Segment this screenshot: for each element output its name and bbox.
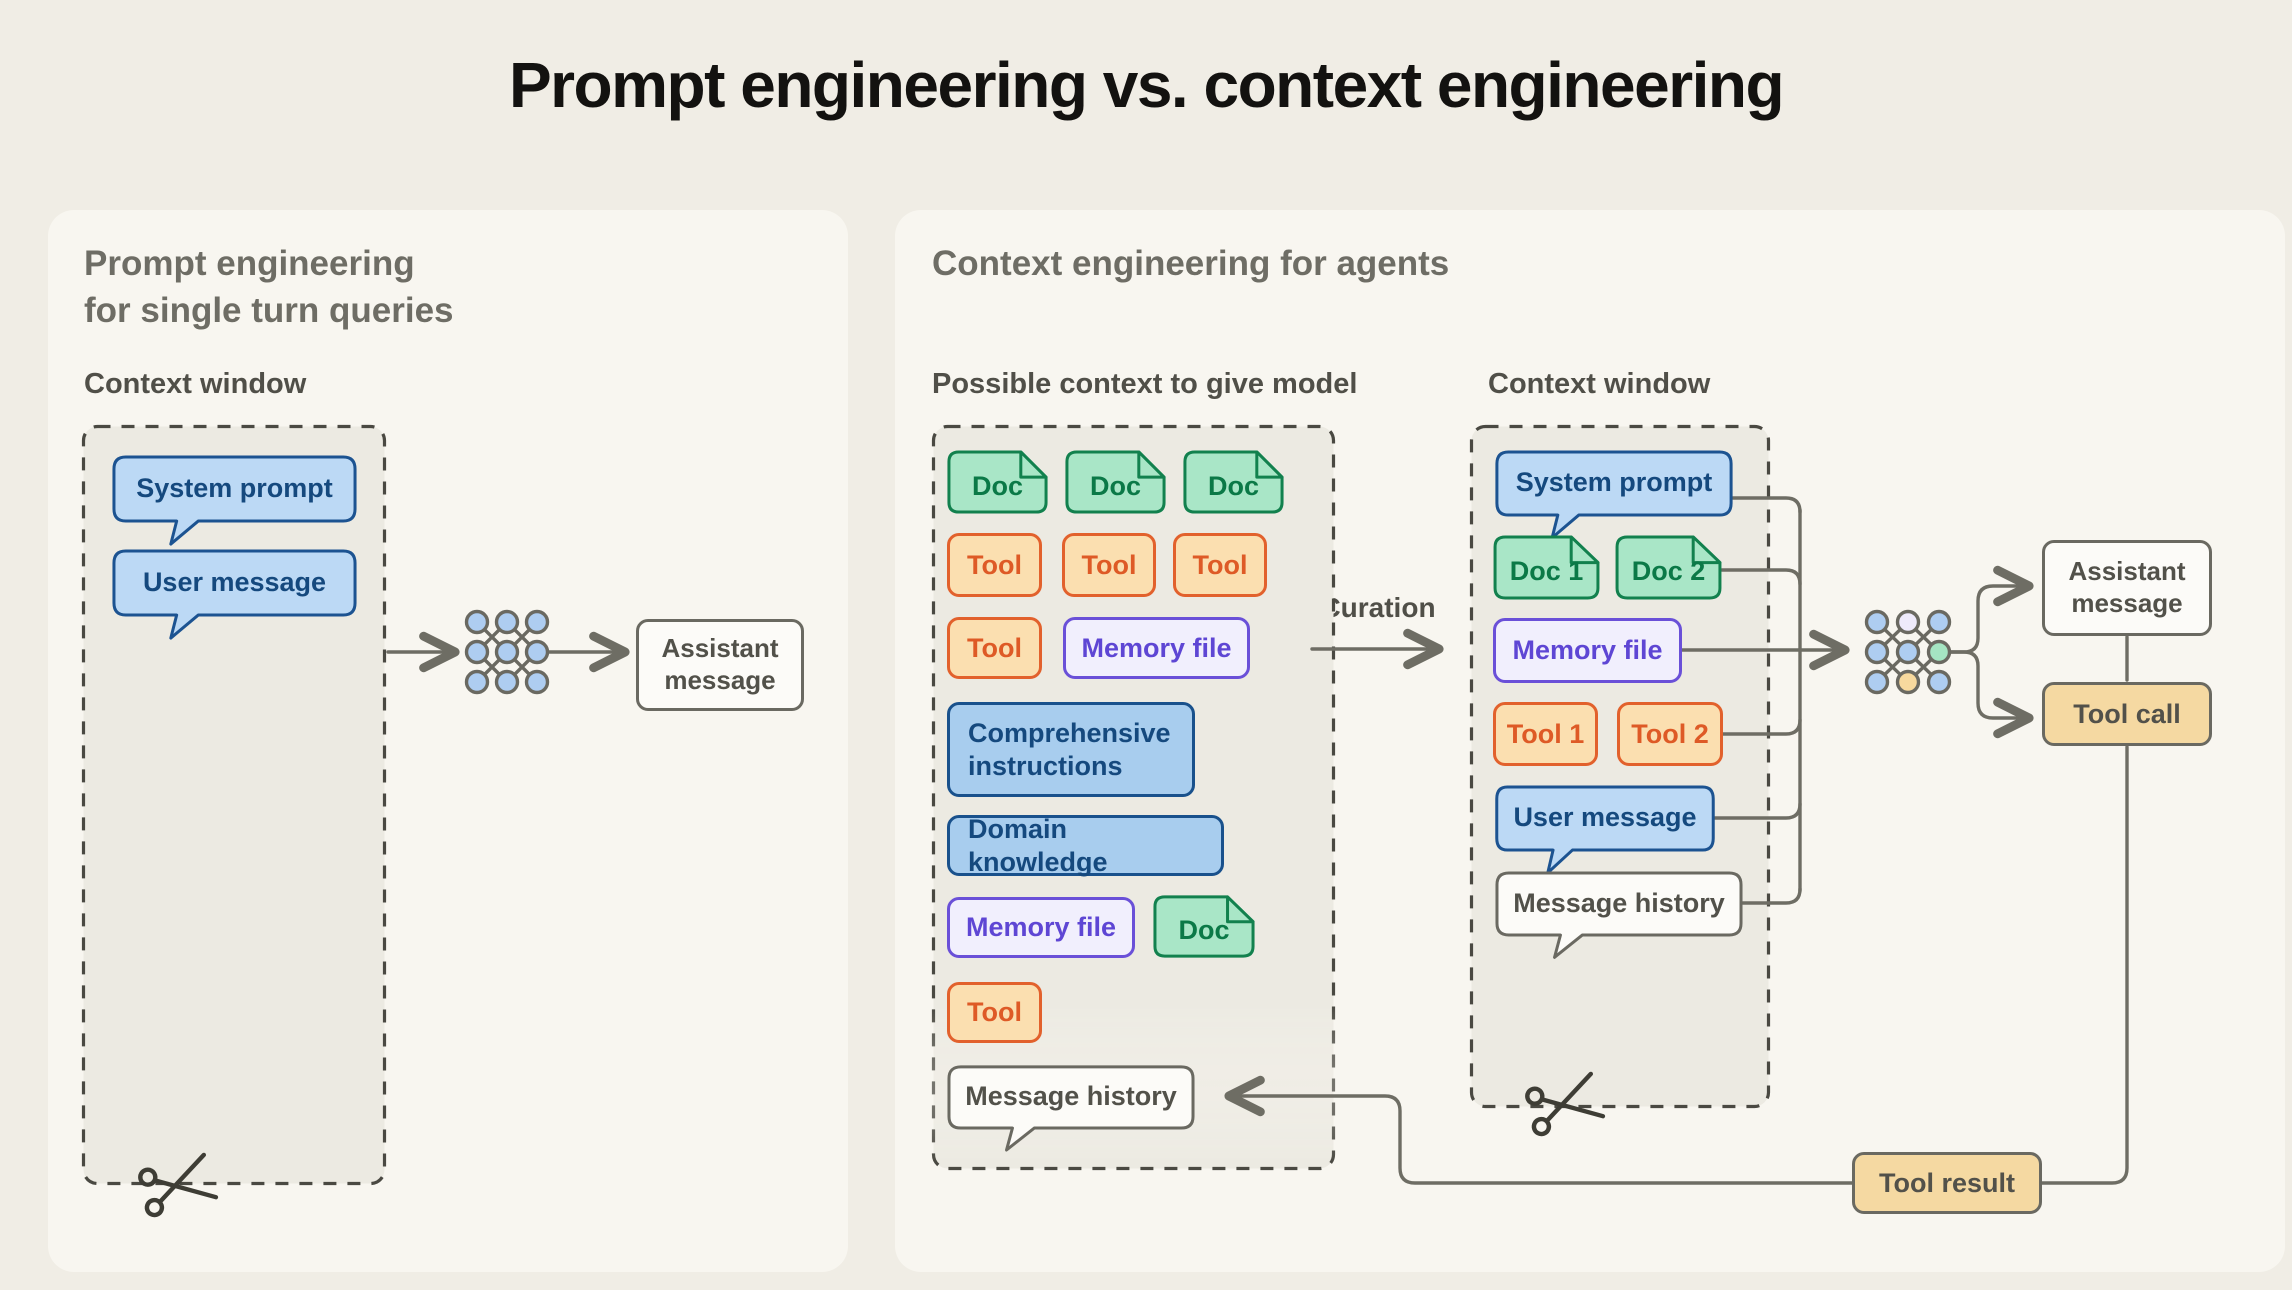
user-message-bubble-left: User message xyxy=(112,549,357,615)
system-prompt-bubble-left: System prompt xyxy=(112,455,357,521)
left-panel-title: Prompt engineering for single turn querie… xyxy=(84,240,454,334)
tool-call-box: Tool call xyxy=(2042,682,2212,746)
doc-icon xyxy=(1615,535,1722,600)
memory-file-chip-2: Memory file xyxy=(947,897,1135,958)
tool-result-box: Tool result xyxy=(1852,1152,2042,1214)
message-history-bubble-cw: Message history xyxy=(1495,871,1743,935)
right-context-window-label: Context window xyxy=(1488,368,1711,400)
message-history-label: Message history xyxy=(1513,887,1725,918)
domain-knowledge-chip: Domain knowledge xyxy=(947,814,1224,877)
assistant-message-box-left: Assistant message xyxy=(636,619,804,711)
memory-file-chip-1: Memory file xyxy=(1063,617,1250,679)
doc2-label: Doc 2 xyxy=(1631,556,1706,586)
doc-label: Doc xyxy=(1178,915,1230,945)
right-panel-title: Context engineering for agents xyxy=(932,244,1450,283)
assistant-message-box-right: Assistant message xyxy=(2042,540,2212,636)
tool-chip-4: Tool xyxy=(947,617,1042,679)
speech-bubble-icon xyxy=(947,1065,1195,1153)
doc1-label: Doc 1 xyxy=(1509,556,1584,586)
speech-bubble-icon xyxy=(1495,785,1715,876)
tool-chip-3: Tool xyxy=(1173,533,1267,597)
doc-icon xyxy=(1065,450,1166,514)
doc-label: Doc xyxy=(1089,470,1141,501)
doc2-chip: Doc 2 xyxy=(1615,535,1722,600)
left-context-window-label: Context window xyxy=(84,368,307,400)
doc-icon xyxy=(1153,895,1255,958)
doc-icon xyxy=(1183,450,1284,514)
doc-icon xyxy=(1493,535,1600,600)
speech-bubble-icon xyxy=(112,549,357,641)
tool2-chip: Tool 2 xyxy=(1617,702,1723,766)
speech-bubble-icon xyxy=(1495,871,1743,960)
user-message-bubble-right: User message xyxy=(1495,785,1715,850)
memory-file-chip-cw: Memory file xyxy=(1493,618,1682,683)
doc-label: Doc xyxy=(971,470,1023,501)
tool-chip-1: Tool xyxy=(947,533,1042,597)
curation-label: Curation xyxy=(1320,592,1436,623)
comprehensive-instructions-chip: Comprehensive instructions xyxy=(947,702,1195,797)
doc-label: Doc xyxy=(1207,470,1259,501)
left-panel-title-line1: Prompt engineering xyxy=(84,244,415,283)
doc1-chip: Doc 1 xyxy=(1493,535,1600,600)
speech-bubble-icon xyxy=(112,455,357,547)
system-prompt-label: System prompt xyxy=(1515,467,1713,497)
system-prompt-label: System prompt xyxy=(136,472,333,503)
page-title: Prompt engineering vs. context engineeri… xyxy=(508,49,1785,121)
tool1-chip: Tool 1 xyxy=(1493,702,1598,766)
tool-chip-2: Tool xyxy=(1062,533,1156,597)
user-message-label: User message xyxy=(142,566,327,597)
message-history-label: Message history xyxy=(965,1081,1177,1111)
speech-bubble-icon xyxy=(1495,450,1733,541)
system-prompt-bubble-right: System prompt xyxy=(1495,450,1733,515)
doc-chip-1: Doc xyxy=(947,450,1048,514)
left-panel-title-line2: for single turn queries xyxy=(84,291,454,330)
doc-icon xyxy=(947,450,1048,514)
possible-context-label: Possible context to give model xyxy=(932,368,1358,400)
doc-chip-3: Doc xyxy=(1183,450,1284,514)
message-history-bubble-pc: Message history xyxy=(947,1065,1195,1128)
doc-chip-4: Doc xyxy=(1153,895,1255,958)
doc-chip-2: Doc xyxy=(1065,450,1166,514)
tool-chip-5: Tool xyxy=(947,982,1042,1043)
user-message-label: User message xyxy=(1513,802,1697,832)
